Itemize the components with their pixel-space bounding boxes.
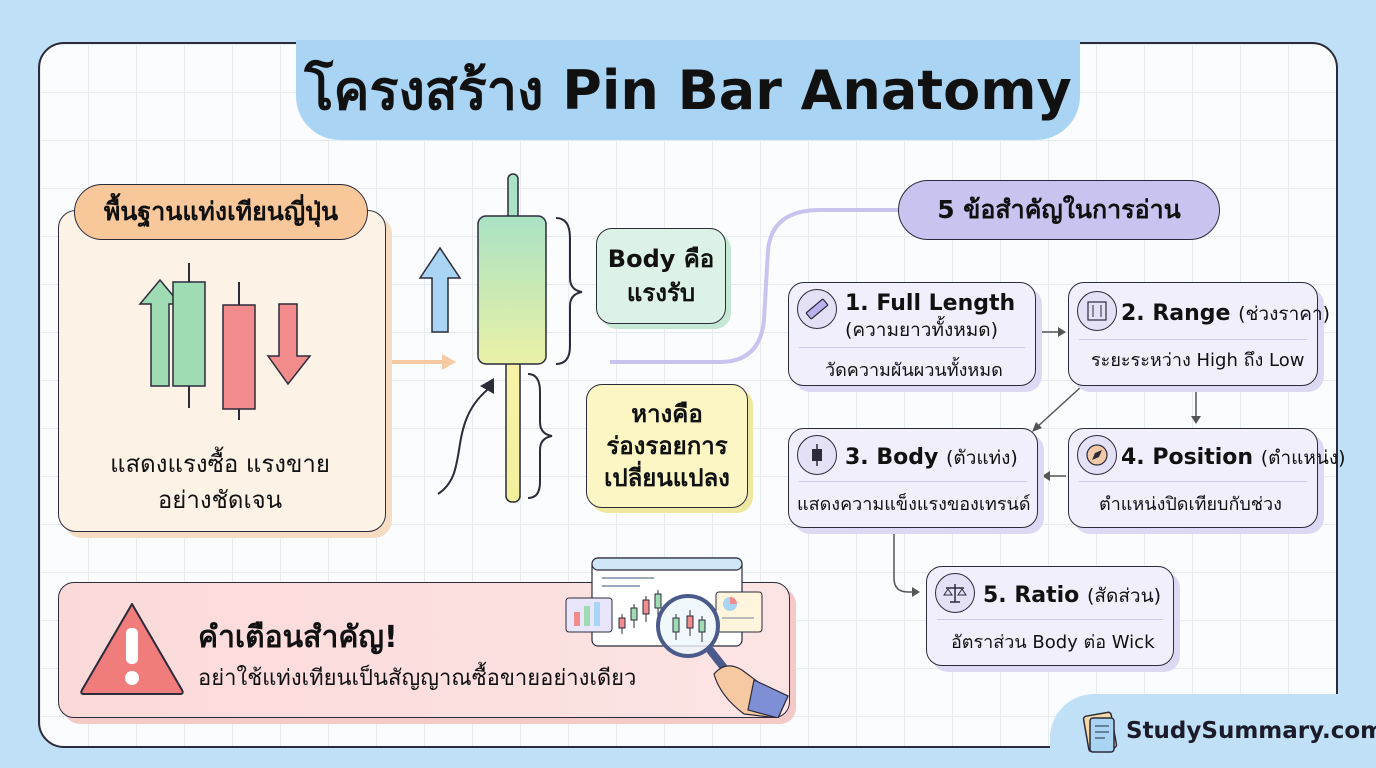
body-bracket: [555, 217, 583, 365]
warning-text: อย่าใช้แท่งเทียนเป็นสัญญาณซื้อขายอย่างเด…: [198, 666, 637, 691]
range-arrows-icon: [1077, 291, 1117, 331]
connector-line: [610, 208, 900, 364]
wick-label: หางคือ ร่องรอยการ เปลี่ยนแปลง: [586, 384, 748, 508]
key-card-full-length: 1. Full Length (ความยาวทั้งหมด) วัดความผ…: [788, 282, 1036, 386]
compass-icon: [1077, 435, 1117, 475]
chart-magnifier-illustration: [565, 557, 789, 718]
notebook-icon: [1082, 711, 1118, 753]
warning-icon: [80, 603, 184, 695]
body-label: Body คือ แรงรับ: [596, 228, 726, 324]
basics-description: แสดงแรงซื้อ แรงขาย อย่างชัดเจน: [110, 450, 330, 514]
card-subtitle: (ช่วงราคา): [1238, 303, 1331, 325]
page-title: โครงสร้าง Pin Bar Anatomy: [304, 59, 1072, 122]
bear-candle: [222, 304, 256, 410]
key-card-position: 4. Position (ตำแหน่ง) ตำแหน่งปิดเทียบกับ…: [1068, 428, 1346, 528]
card-description: ระยะระหว่าง High ถึง Low: [1091, 350, 1305, 371]
down-arrow-icon: [266, 303, 312, 386]
card-title: 4. Position: [1121, 445, 1254, 470]
card-subtitle: (ความยาวทั้งหมด): [845, 319, 999, 341]
basics-panel: [58, 210, 386, 532]
bull-bear-illustration: [138, 263, 312, 420]
card-description: อัตราส่วน Body ต่อ Wick: [951, 632, 1155, 653]
key-card-body: 3. Body (ตัวแท่ง) แสดงความแข็งแรงของเทรน…: [788, 428, 1038, 528]
ruler-icon: [797, 289, 837, 329]
curved-arrow: [437, 385, 493, 495]
card-description: ตำแหน่งปิดเทียบกับช่วง: [1099, 494, 1282, 515]
card-title: 1. Full Length: [845, 291, 1016, 316]
pin-bar-body: [477, 215, 547, 365]
up-arrow-icon: [418, 246, 462, 333]
card-title: 2. Range: [1121, 301, 1231, 326]
card-subtitle: (ตัวแท่ง): [945, 447, 1018, 469]
basics-tag: พื้นฐานแท่งเทียนญี่ปุ่น: [74, 184, 368, 240]
warning-title: คำเตือนสำคัญ!: [198, 620, 398, 655]
scale-icon: [935, 573, 975, 613]
key-card-range: 2. Range (ช่วงราคา) ระยะระหว่าง High ถึง…: [1068, 282, 1330, 386]
title-banner: โครงสร้าง Pin Bar Anatomy: [296, 40, 1080, 140]
card-subtitle: (สัดส่วน): [1086, 585, 1161, 607]
card-title: 5. Ratio: [983, 583, 1080, 608]
up-arrow-icon: [138, 278, 182, 387]
card-subtitle: (ตำแหน่ง): [1260, 447, 1346, 469]
pin-bar-illustration: [392, 173, 583, 503]
card-title: 3. Body: [845, 445, 939, 470]
key-points-tag: 5 ข้อสำคัญในการอ่าน: [898, 180, 1220, 240]
wick-bracket: [527, 373, 553, 499]
candlestick-icon: [797, 435, 837, 475]
card-description: วัดความผันผวนทั้งหมด: [825, 360, 1003, 381]
key-card-ratio: 5. Ratio (สัดส่วน) อัตราส่วน Body ต่อ Wi…: [926, 566, 1174, 666]
bull-candle: [172, 281, 206, 387]
card-description: แสดงความแข็งแรงของเทรนด์: [797, 494, 1031, 515]
brand-name: StudySummary.com: [1126, 718, 1376, 744]
